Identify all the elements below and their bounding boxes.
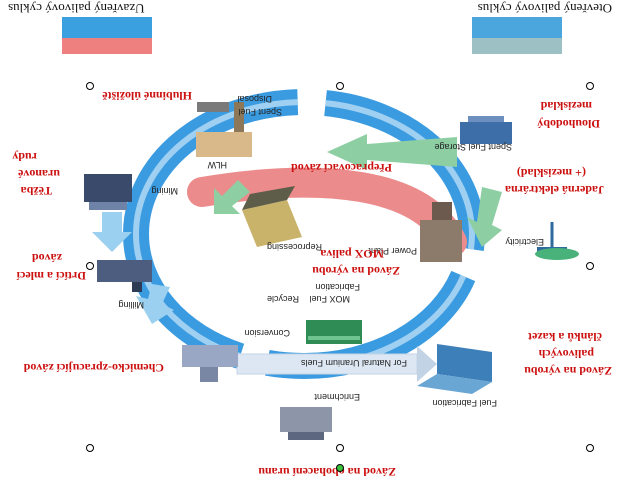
stage-label-mox-1: MOX Fuel — [309, 294, 350, 304]
spent-fuel-storage — [460, 116, 512, 144]
stage-label-spent-fuel-1: Spent Fuel — [238, 107, 282, 117]
stage-label-enrichment: Enrichment — [314, 392, 360, 402]
stage-label-spent-fuel-storage: Spent Fuel Storage — [434, 142, 512, 152]
mining-facility — [84, 174, 132, 210]
selection-handle-middle-left[interactable] — [86, 262, 94, 270]
npp-to-storage-arrow — [467, 187, 502, 247]
czech-label-fabrication-1: Závod na výrobu — [524, 364, 612, 378]
legend-open-bottom — [472, 17, 562, 38]
milling-facility — [97, 260, 152, 292]
czech-label-fabrication-2: palivových — [538, 347, 594, 361]
czech-label-fabrication-3: článků a kazet — [527, 330, 602, 344]
mox-facility — [306, 320, 362, 344]
selection-handle-top-right[interactable] — [586, 82, 594, 90]
mining-to-milling-arrow — [92, 212, 132, 252]
title-closed-cycle: Uzavřený palivový cyklus — [8, 1, 145, 16]
czech-label-mox-2: MOX paliva — [320, 247, 384, 261]
enrichment-facility — [280, 407, 332, 440]
reprocessing-facility — [242, 186, 302, 247]
czech-label-milling-2: závod — [32, 251, 62, 265]
stage-label-electricity: Electricity — [505, 237, 544, 247]
stage-label-recycle: Recycle — [266, 294, 299, 304]
legend-closed-cycle — [62, 17, 152, 54]
stage-label-milling: Milling — [118, 300, 144, 310]
selection-handle-bottom-middle[interactable] — [336, 444, 344, 452]
czech-label-mining-2: uranové — [18, 167, 60, 181]
stage-label-mox-2: Fabrication — [315, 282, 360, 292]
rotation-handle[interactable] — [336, 464, 344, 472]
fuel-fabrication-facility — [417, 344, 492, 394]
czech-label-npp-2: (+ mezisklad) — [516, 166, 586, 180]
czech-label-mining-3: rudy — [12, 150, 37, 164]
selection-handle-middle-right[interactable] — [586, 262, 594, 270]
stage-label-hlw: HLW — [207, 160, 227, 170]
selection-handle-top-middle[interactable] — [336, 82, 344, 90]
czech-label-npp-1: Jaderná elektrárna — [505, 183, 604, 197]
title-open-cycle: Otevřený palivový cyklus — [477, 1, 612, 16]
legend-open-top — [472, 38, 562, 54]
stage-label-reprocessing: Reprocessing — [266, 242, 322, 252]
storage-to-disposal-arrow — [327, 134, 457, 170]
electricity-pylon — [535, 222, 579, 260]
czech-label-milling-1: Drtící a mlecí — [16, 269, 86, 283]
czech-label-mox-1: Závod na výrobu — [312, 264, 400, 278]
czech-label-longterm-1: Dlouhodobý — [537, 117, 600, 131]
czech-label-deep-storage: Hlubinné úložiště — [102, 89, 192, 103]
selection-handle-bottom-right[interactable] — [586, 444, 594, 452]
conversion-facility — [182, 345, 238, 382]
legend-open-cycle — [472, 17, 562, 54]
milling-to-conversion-arrow — [136, 284, 174, 324]
selection-handle-top-left[interactable] — [86, 82, 94, 90]
natural-uranium-arrowhead — [417, 346, 437, 382]
power-plant — [420, 202, 462, 262]
czech-label-chemical: Chemicko-zpracující závod — [23, 361, 164, 375]
selection-handle-bottom-left[interactable] — [86, 444, 94, 452]
stage-label-conversion: Conversion — [244, 328, 290, 338]
stage-label-natural-uranium: For Natural Uranium Fuels — [300, 358, 407, 368]
legend-closed-top — [62, 38, 152, 54]
disposal-site — [196, 102, 252, 157]
legend-closed-bottom — [62, 17, 152, 38]
stage-label-mining: Mining — [151, 186, 178, 196]
stage-label-fuel-fabrication: Fuel Fabrication — [432, 398, 497, 408]
czech-label-mining-1: Těžba — [20, 184, 52, 198]
reprocessing-to-hlw-arrow — [214, 180, 250, 214]
czech-label-longterm-2: mezisklad — [540, 99, 592, 113]
stage-label-spent-fuel-2: Disposal — [237, 94, 272, 104]
czech-label-reprocessing: Přepracovací závod — [291, 161, 392, 175]
czech-label-enrichment: Závod na obohacení uranu — [258, 465, 396, 479]
